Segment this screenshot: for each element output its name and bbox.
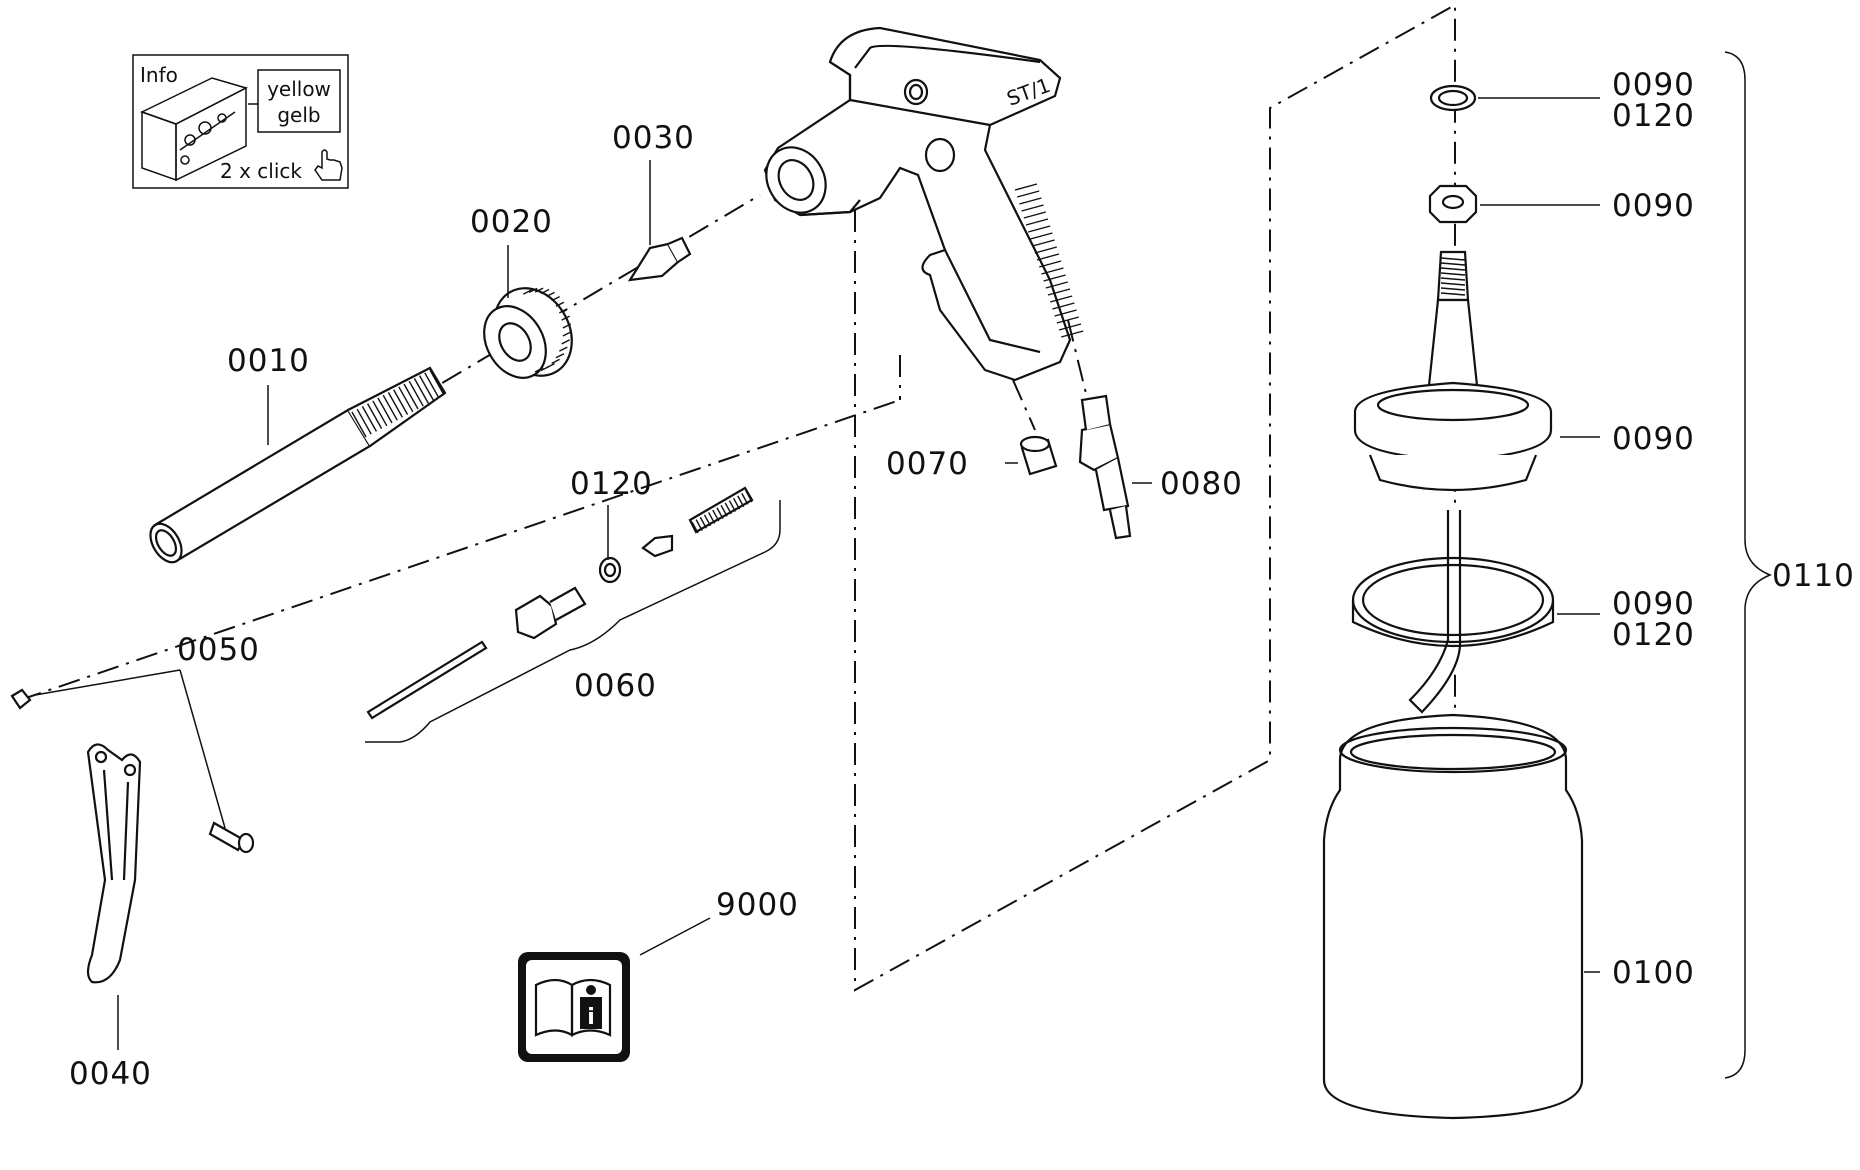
label-0060: 0060 [574,668,657,704]
label-0110: 0110 [1772,558,1855,594]
part-0070-plug [1019,435,1058,476]
info-color-en: yellow [267,77,331,101]
part-0080-connector [1078,394,1132,540]
info-color-de: gelb [277,103,320,127]
leader-lines [34,51,1773,1079]
label-0120-d: 0120 [1612,617,1695,653]
info-action: 2 x click [220,159,302,183]
part-0060-needle-assembly [366,486,754,720]
label-0090-d: 0090 [1612,586,1695,622]
part-0040-trigger [86,743,142,984]
part-0030-nozzle [627,236,692,282]
part-gun-body: ST/1 [763,26,1084,382]
info-box[interactable]: Info yellow gelb 2 x click [132,54,349,189]
label-0050: 0050 [177,632,260,668]
label-0030: 0030 [612,120,695,156]
label-0120: 0120 [570,466,653,502]
hand-pointer-icon [314,149,343,181]
label-0120-a: 0120 [1612,98,1695,134]
part-labels: 0020 0010 0030 0120 0060 0050 0040 0070 … [69,67,1855,1092]
label-0090-c: 0090 [1612,421,1695,457]
label-0040: 0040 [69,1056,152,1092]
manual-info-icon[interactable]: i [518,952,630,1062]
label-0100: 0100 [1612,955,1695,991]
part-0020-knurled-nut [483,287,573,379]
info-box-thumbnail [140,77,249,182]
label-0080: 0080 [1160,466,1243,502]
label-0090-b: 0090 [1612,188,1695,224]
svg-text:i: i [587,1005,595,1030]
label-9000: 9000 [716,887,799,923]
label-0010: 0010 [227,343,310,379]
label-0020: 0020 [470,204,553,240]
info-title: Info [140,63,178,87]
part-0010-tube [149,366,447,564]
part-cup-assembly [1322,84,1584,1120]
label-0070: 0070 [886,446,969,482]
label-0090-a: 0090 [1612,67,1695,103]
part-0050-screws [10,688,255,854]
